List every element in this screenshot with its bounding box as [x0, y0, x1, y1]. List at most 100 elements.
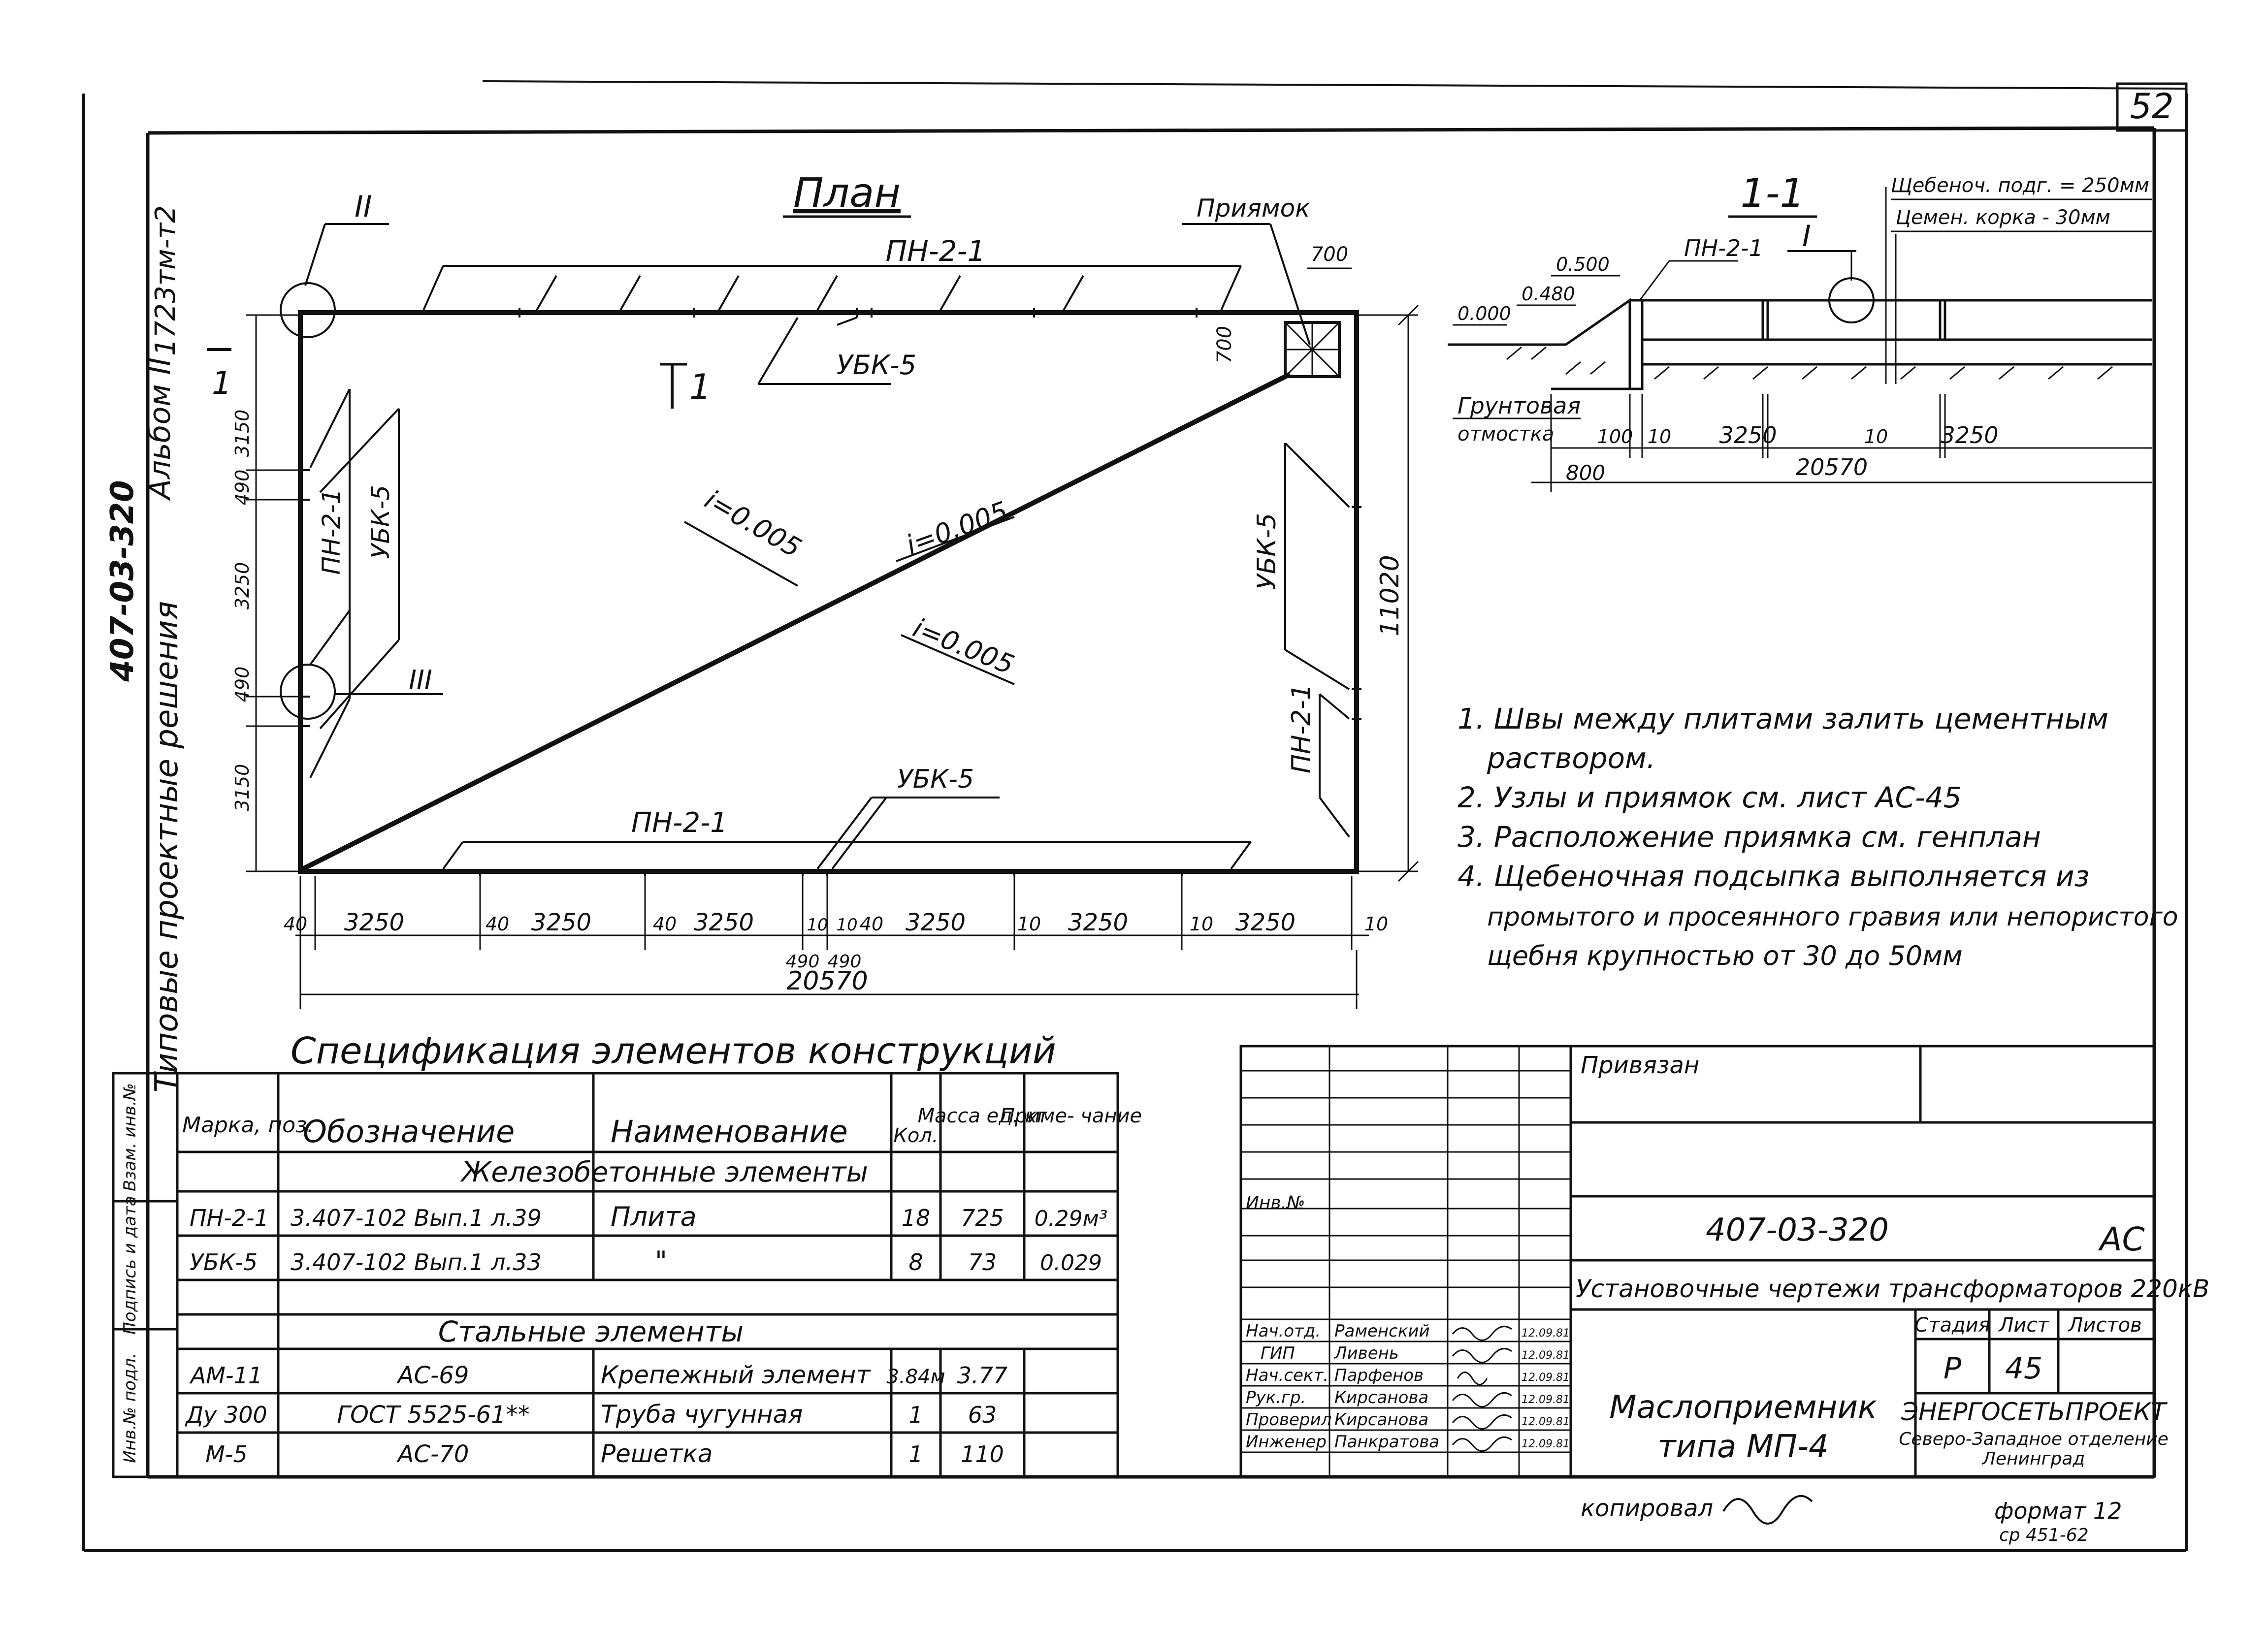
plan-dim-left-5: 3150 [231, 764, 253, 812]
spec-header-note: Приме- чание [1000, 1105, 1142, 1127]
album-code: 1723тм-т2 [150, 205, 182, 356]
tb-role-1: Нач.отд. [1246, 1321, 1321, 1341]
series-title: Типовые проектные решения [149, 601, 185, 1093]
spec-row5-mark: М-5 [205, 1441, 248, 1468]
plan-dim-bottom-3: 40 [486, 913, 509, 935]
tb-name-1: Раменский [1334, 1321, 1430, 1341]
plan-dim-bottom-13: 10 [1190, 913, 1213, 935]
plan-title: План [793, 170, 901, 217]
spec-table: Спецификация элементов конструкций [112, 1030, 1142, 1478]
plan-slab-top-label: ПН-2-1 [886, 234, 986, 268]
plan-slab-right-label: ПН-2-1 [1287, 684, 1316, 773]
slope-label-2: i=0.005 [902, 495, 1012, 561]
plan-section-mark-left: 1 [212, 365, 232, 402]
tb-name-3: Парфенов [1334, 1366, 1424, 1385]
node-iii-label: III [409, 665, 432, 696]
tb-code: 407-03-320 [1706, 1212, 1889, 1248]
top-slab-leaders [422, 265, 1242, 311]
note-line-4: 3. Расположение приямка см. генплан [1458, 820, 2041, 854]
drain-diagonal [301, 372, 1292, 871]
plan-slab-left-label: ПН-2-1 [317, 489, 346, 575]
plan-dim-bottom-4: 3250 [531, 909, 591, 936]
tb-sheet-header: Лист [1998, 1314, 2049, 1337]
tb-date-6: 12.09.81 [1522, 1438, 1570, 1450]
spec-row1-mark: ПН-2-1 [190, 1205, 269, 1231]
section-slab-label: ПН-2-1 [1684, 235, 1763, 261]
tb-name-2: Ливень [1333, 1343, 1399, 1363]
tb-name-5: Кирсанова [1334, 1410, 1428, 1430]
spec-header-name: Наименование [611, 1114, 848, 1149]
tb-object-2: типа МП-4 [1657, 1429, 1828, 1465]
spec-row2-name: " [655, 1245, 667, 1277]
spec-row5-mass: 110 [961, 1441, 1004, 1468]
spec-row2-designation: 3.407-102 Вып.1 л.33 [291, 1249, 542, 1276]
plan-dim-width: 11020 [1375, 555, 1405, 636]
pit-label: Приямок [1197, 194, 1310, 223]
footer-order: ср 451-62 [1999, 1525, 2089, 1545]
plan-dim-bottom-7: 10 [807, 915, 828, 935]
note-line-1: 1. Швы между плитами залить цементным [1458, 702, 2108, 735]
plan-dim-bottom-11: 10 [1017, 913, 1041, 935]
plan-dim-left-2: 490 [231, 470, 253, 506]
side-project-code: 407-03-320 [104, 480, 141, 682]
plan-dim-left-1: 3150 [231, 410, 253, 457]
spec-row3-designation: АС-69 [396, 1362, 469, 1389]
spec-row2-qty: 8 [908, 1249, 923, 1276]
plan-ubk-bottom-label: УБК-5 [897, 765, 974, 794]
tb-role-4: Рук.гр. [1246, 1388, 1306, 1407]
tb-org-2: Северо-Западное отделение [1899, 1429, 2169, 1449]
tb-stage: Р [1944, 1351, 1962, 1386]
section-dim-4: 10 [1864, 426, 1888, 447]
section-dim-3: 3250 [1719, 422, 1777, 448]
section-blind-area-2: отмостка [1458, 423, 1554, 446]
title-block: Привязан Инв.№ 407-03-320 АС Установочны… [1239, 1045, 2209, 1478]
tb-inv: Инв.№ [1246, 1193, 1305, 1213]
spec-row1-qty: 18 [902, 1205, 931, 1231]
spec-row4-name: Труба чугунная [601, 1400, 803, 1429]
node-ii-label: II [355, 190, 372, 224]
tb-object-1: Маслоприемник [1609, 1389, 1877, 1426]
note-line-2: раствором. [1487, 741, 1655, 775]
spec-row3-mark: АМ-11 [189, 1362, 262, 1389]
general-notes: 1. Швы между плитами залить цементным ра… [1458, 702, 2178, 971]
node-ii-circle [280, 282, 336, 338]
plan-dim-bottom-12: 3250 [1068, 909, 1128, 936]
plan-dim-left-3: 3250 [231, 562, 253, 610]
plan-dim-bottom-15: 10 [1364, 913, 1388, 935]
section-note-1: Щебеноч. подг. = 250мм [1891, 174, 2149, 197]
section-view: 1-1 Щебеноч. подг. = 250мм Цемен. корка … [1448, 170, 2152, 492]
spec-row2-mark: УБК-5 [190, 1249, 258, 1276]
spec-group-2: Стальные элементы [438, 1315, 744, 1348]
spec-title: Спецификация элементов конструкций [291, 1030, 1056, 1072]
tb-role-2: ГИП [1261, 1343, 1295, 1363]
note-line-6: промытого и просеянного гравия или непор… [1487, 902, 2178, 932]
spec-row4-mark: Ду 300 [185, 1402, 267, 1428]
footer-copied: копировал [1581, 1495, 1713, 1522]
tb-name-4: Кирсанова [1334, 1388, 1428, 1407]
spec-row3-qty: 3.84м [886, 1366, 945, 1388]
spec-row4-designation: ГОСТ 5525-61** [337, 1401, 529, 1429]
spec-row2-mass: 73 [968, 1249, 997, 1276]
note-line-5: 4. Щебеночная подсыпка выполняется из [1458, 860, 2089, 893]
section-node-i: I [1802, 219, 1811, 254]
pit-dim-h: 700 [1213, 326, 1236, 363]
plan-ubk-left-label: УБК-5 [366, 485, 395, 559]
spec-row3-name: Крепежный элемент [601, 1361, 871, 1389]
spec-header-qty: Кол. [893, 1124, 938, 1147]
section-dim-800: 800 [1566, 461, 1605, 485]
spec-row2-note: 0.029 [1040, 1250, 1102, 1276]
node-iii-circle [280, 664, 336, 720]
left-slab-leaders [300, 388, 400, 778]
sheet-frame [82, 80, 2188, 1552]
spec-header-mass: Масса ед. кг [917, 1105, 1047, 1127]
tb-org-3: Ленинград [1981, 1449, 2085, 1469]
plan-slab-bottom-label: ПН-2-1 [631, 807, 728, 839]
spec-header-designation: Обозначение [303, 1114, 515, 1149]
tb-date-2: 12.09.81 [1522, 1349, 1570, 1362]
section-level-1: 0.500 [1556, 254, 1610, 275]
spec-side-label-2: Подпись и дата [120, 1196, 140, 1335]
plan-section-mark-1: 1 [689, 367, 712, 407]
spec-group-1: Железобетонные элементы [460, 1156, 868, 1188]
section-dim-total: 20570 [1796, 454, 1868, 480]
plan-dim-bottom-1: 40 [284, 913, 307, 935]
